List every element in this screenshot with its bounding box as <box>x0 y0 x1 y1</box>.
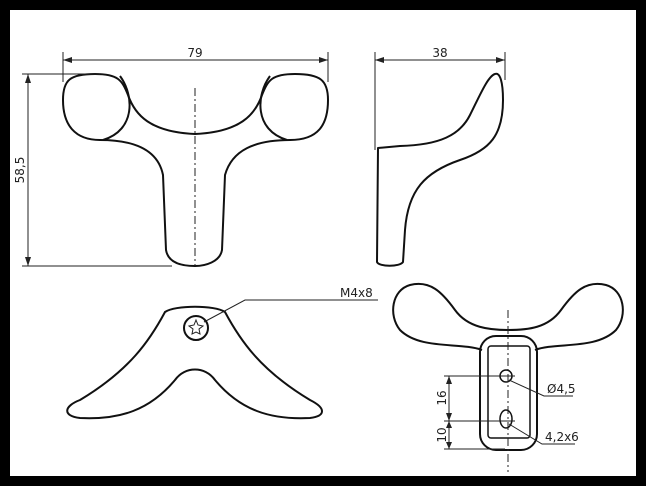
rear-view: 16 10 Ø4,5 4,2x6 <box>392 282 624 472</box>
dimension-label-depth: 38 <box>432 46 447 60</box>
hole-diameter-label: Ø4,5 <box>547 382 576 396</box>
screw-label: M4x8 <box>340 286 373 300</box>
screw-star-icon <box>187 318 205 335</box>
slot-hole <box>499 409 513 429</box>
screw-head <box>183 315 209 341</box>
top-view: M4x8 <box>66 286 378 420</box>
dimension-width: 79 <box>62 46 329 82</box>
dimension-height: 58,5 <box>13 73 172 267</box>
drawing-sheet <box>10 10 636 476</box>
dimension-label-height: 58,5 <box>13 157 27 184</box>
dimension-label-offset: 10 <box>435 427 449 442</box>
dimension-label-width: 79 <box>187 46 202 60</box>
slot-size-label: 4,2x6 <box>545 430 579 444</box>
side-view: 38 <box>374 46 506 267</box>
dimension-label-spacing: 16 <box>435 390 449 405</box>
